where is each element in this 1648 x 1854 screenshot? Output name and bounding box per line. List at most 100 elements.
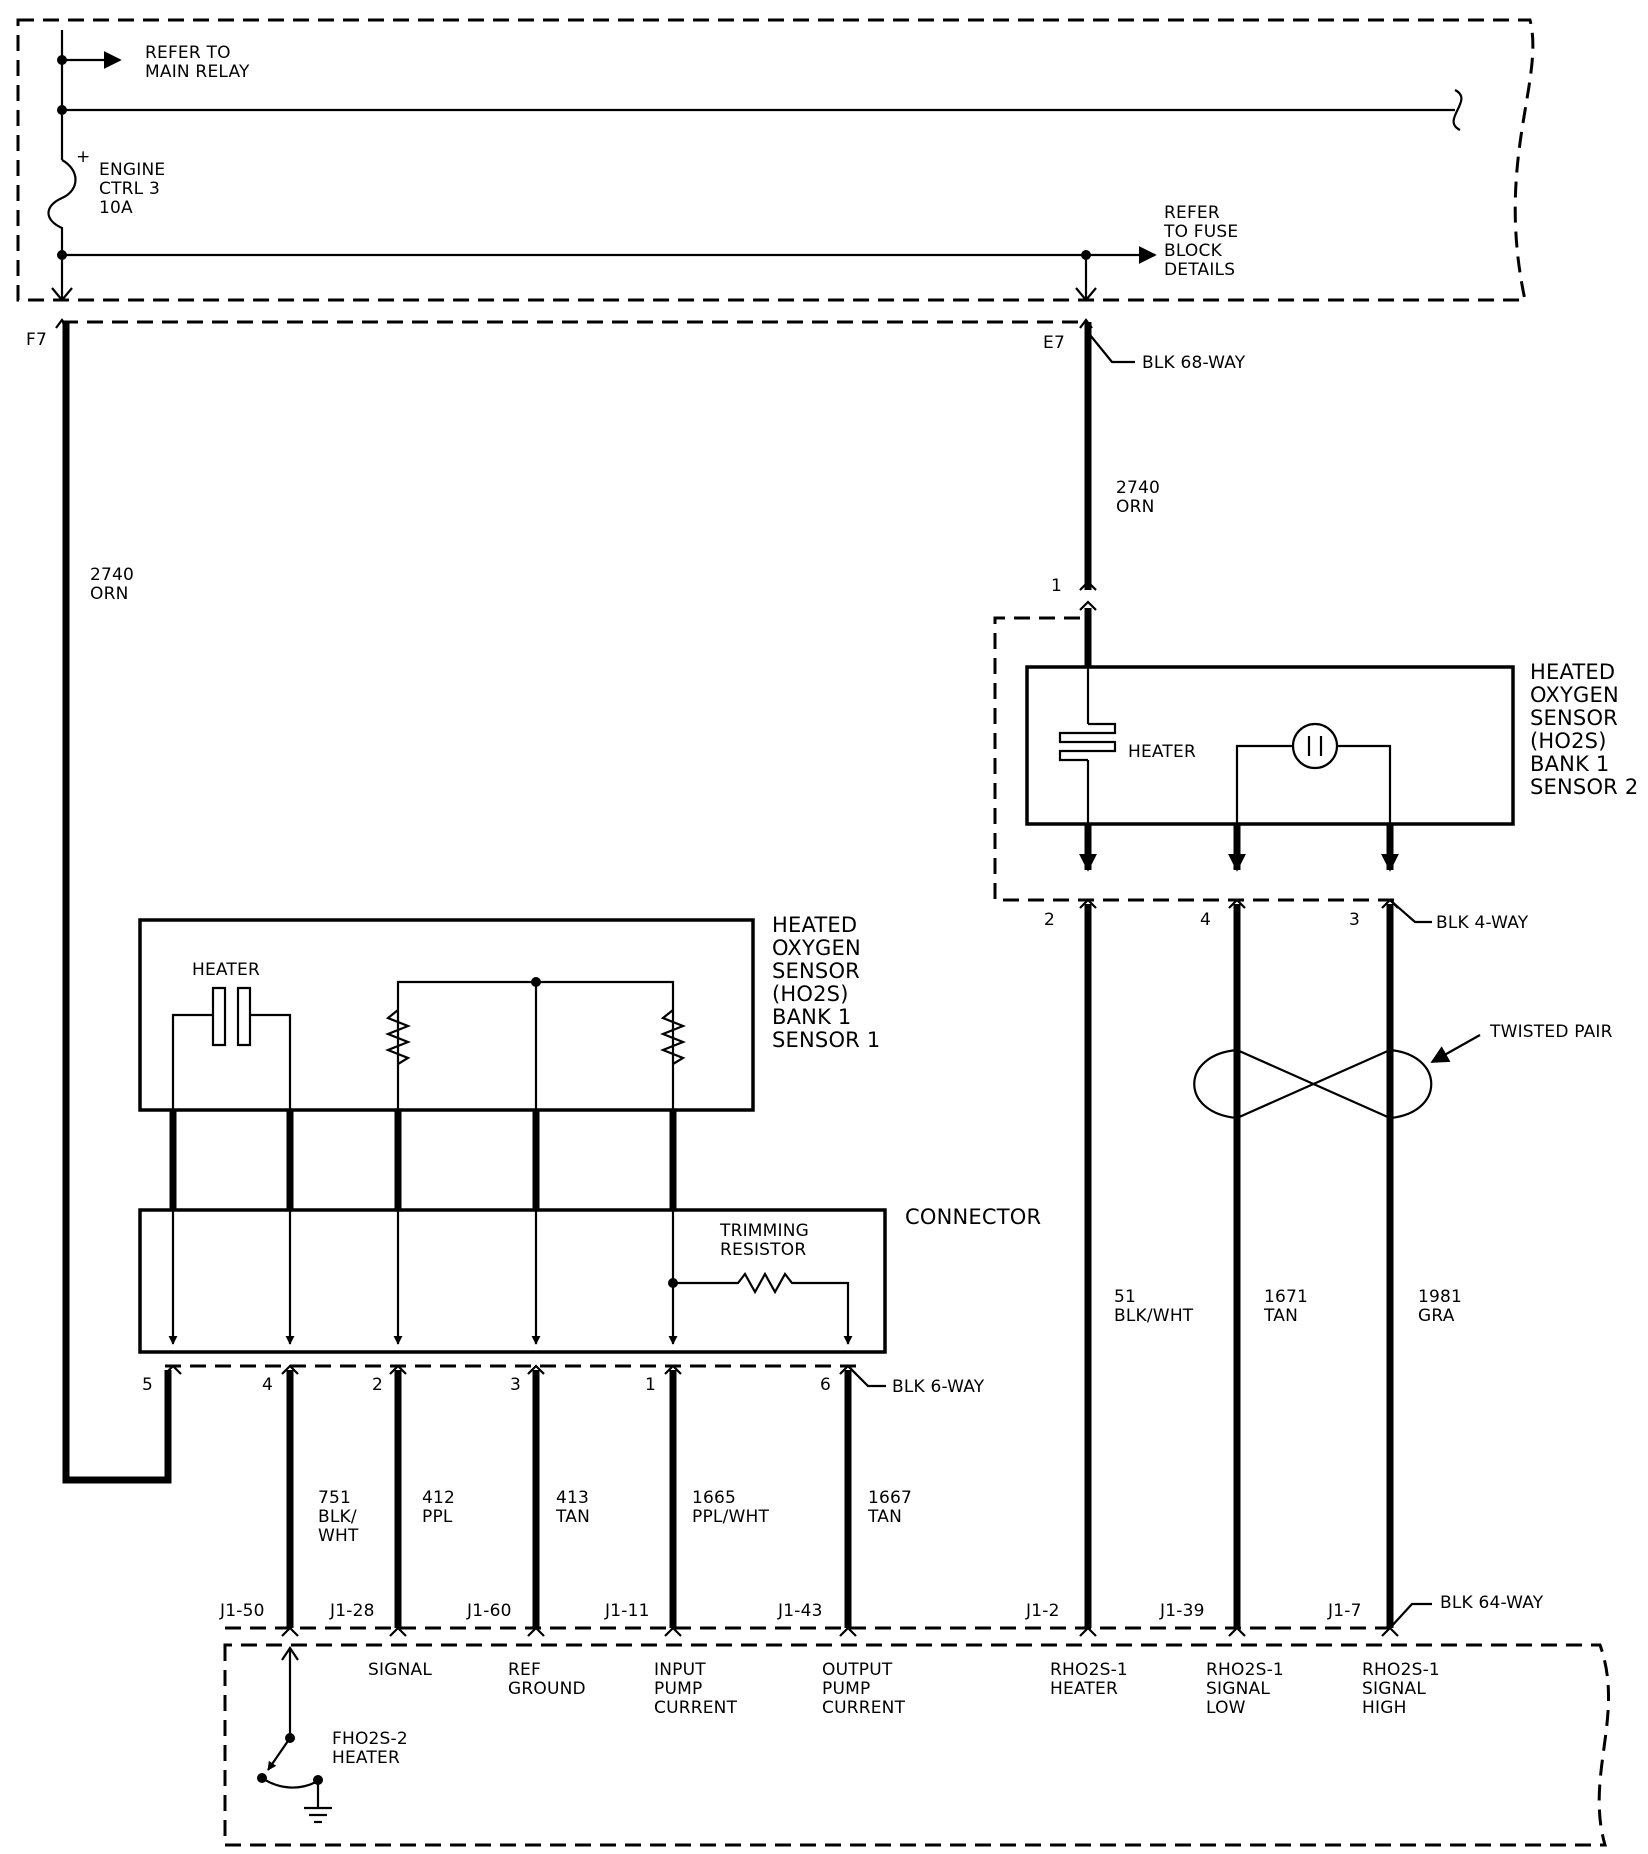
fuse-label-3: 10A — [99, 198, 133, 218]
ground-icon — [304, 1806, 332, 1824]
terminal-j1-43: J1-43 — [777, 1601, 823, 1621]
refer-main-relay-1: REFER TO — [145, 43, 231, 63]
pcm-ref-ground-1: REF — [508, 1660, 541, 1680]
wire-413-num: 413 — [556, 1488, 589, 1508]
sensor1-name-5: BANK 1 — [772, 1005, 852, 1029]
pcm-input-pump-1: INPUT — [654, 1660, 706, 1680]
fuse-label-1: ENGINE — [99, 160, 165, 180]
sensor1-name-4: (HO2S) — [772, 982, 849, 1006]
wire-751-color1: BLK/ — [318, 1507, 357, 1527]
pcm-rh-high-3: HIGH — [1362, 1698, 1407, 1718]
trimming-resistor-1: TRIMMING — [719, 1221, 809, 1241]
sensor1-name-1: HEATED — [772, 913, 857, 937]
wire-2740-left-color: ORN — [90, 584, 129, 604]
pcm-rh-high-1: RHO2S-1 — [1362, 1660, 1440, 1680]
terminal-j1-60: J1-60 — [466, 1601, 512, 1621]
wire-2740-left-num: 2740 — [90, 565, 134, 585]
pcm-fh-heater-2: HEATER — [332, 1748, 400, 1768]
wire-412-color: PPL — [422, 1507, 453, 1527]
sensor2-name-2: OXYGEN — [1530, 683, 1619, 707]
refer-fuse-block-3: BLOCK — [1164, 241, 1223, 261]
sensor2-heater-symbol — [1058, 668, 1117, 824]
terminal-j1-50: J1-50 — [219, 1601, 265, 1621]
fho2s2-heater-switch — [257, 1646, 323, 1808]
sensor2-pin-3: 3 — [1349, 910, 1360, 930]
sensor2-name-3: SENSOR — [1530, 706, 1618, 730]
sensor2-box — [1025, 665, 1515, 826]
pcm-rh-low-3: LOW — [1206, 1698, 1246, 1718]
wire-751-color2: WHT — [318, 1526, 359, 1546]
pcm-rh-high-2: SIGNAL — [1362, 1679, 1426, 1699]
wire-1671-color: TAN — [1263, 1306, 1298, 1326]
blk-4way-label: BLK 4-WAY — [1436, 913, 1529, 933]
refer-fuse-block-2: TO FUSE — [1163, 222, 1238, 242]
fuse-label-2: CTRL 3 — [99, 179, 160, 199]
wire-1671-num: 1671 — [1264, 1287, 1308, 1307]
blk-68way-label: BLK 68-WAY — [1142, 353, 1246, 373]
pcm-output-pump-3: CURRENT — [822, 1698, 906, 1718]
pcm-rh-low-2: SIGNAL — [1206, 1679, 1270, 1699]
sensor1-name-2: OXYGEN — [772, 936, 861, 960]
pcm-ref-ground-2: GROUND — [508, 1679, 586, 1699]
sensor2-pin-2: 2 — [1044, 910, 1055, 930]
connector-label: CONNECTOR — [905, 1205, 1041, 1229]
refer-fuse-block-4: DETAILS — [1164, 260, 1235, 280]
refer-main-relay-2: MAIN RELAY — [145, 62, 250, 82]
wire-1667-color: TAN — [867, 1507, 902, 1527]
pcm-region — [223, 1643, 1611, 1847]
wire-1665-num: 1665 — [692, 1488, 736, 1508]
sensor2-name-4: (HO2S) — [1530, 729, 1607, 753]
sensor1-heater-symbol — [171, 986, 292, 1110]
sensor1-pin-2: 2 — [372, 1375, 383, 1395]
wire-1981-num: 1981 — [1418, 1287, 1462, 1307]
pcm-fh-heater-1: FHO2S-2 — [332, 1729, 408, 1749]
sensor2-name-5: BANK 1 — [1530, 752, 1610, 776]
terminal-j1-39: J1-39 — [1159, 1601, 1205, 1621]
refer-fuse-block-1: REFER — [1164, 203, 1220, 223]
sensor1-name-6: SENSOR 1 — [772, 1028, 880, 1052]
terminal-j1-28: J1-28 — [329, 1601, 375, 1621]
connector-internal-wiring — [168, 1210, 853, 1345]
pin-e7: E7 — [1043, 333, 1065, 353]
fuse-block-region — [16, 18, 1535, 302]
wire-2740-left — [62, 322, 172, 1484]
blk-6way-label: BLK 6-WAY — [892, 1377, 985, 1397]
sensor1-heater-label: HEATER — [192, 960, 260, 980]
wire-1667-num: 1667 — [868, 1488, 912, 1508]
pcm-output-pump-1: OUTPUT — [822, 1660, 893, 1680]
fuse-plus: + — [76, 147, 90, 167]
pcm-rh-heater-1: RHO2S-1 — [1050, 1660, 1128, 1680]
sensor2-name-6: SENSOR 2 — [1530, 775, 1638, 799]
terminal-j1-7: J1-7 — [1327, 1601, 1362, 1621]
twisted-pair-symbol — [1193, 1048, 1433, 1120]
sensor1-pin-6: 6 — [820, 1375, 831, 1395]
wire-1665-color: PPL/WHT — [692, 1507, 769, 1527]
sensor2-pin-1: 1 — [1051, 576, 1062, 596]
wire-51-color: BLK/WHT — [1114, 1306, 1194, 1326]
wire-51-num: 51 — [1114, 1287, 1136, 1307]
wire-412-num: 412 — [422, 1488, 455, 1508]
sensor1-pin-3: 3 — [510, 1375, 521, 1395]
sensor1-box — [138, 918, 755, 1112]
sensor1-pin-4: 4 — [262, 1375, 273, 1395]
terminal-j1-11: J1-11 — [604, 1601, 650, 1621]
wire-2740-right-num: 2740 — [1116, 478, 1160, 498]
twisted-pair-label: TWISTED PAIR — [1489, 1022, 1613, 1042]
sensor2-sense-element — [1235, 722, 1392, 824]
pcm-input-pump-3: CURRENT — [654, 1698, 738, 1718]
pcm-output-pump-2: PUMP — [822, 1679, 870, 1699]
pcm-rh-low-1: RHO2S-1 — [1206, 1660, 1284, 1680]
wire-1981-color: GRA — [1418, 1306, 1455, 1326]
connector-box — [138, 1208, 887, 1354]
pcm-input-pump-2: PUMP — [654, 1679, 702, 1699]
pcm-rh-heater-2: HEATER — [1050, 1679, 1118, 1699]
sensor2-pin-4: 4 — [1200, 910, 1211, 930]
pcm-signal: SIGNAL — [368, 1660, 432, 1680]
trimming-resistor-2: RESISTOR — [720, 1240, 806, 1260]
sensor2-heater-label: HEATER — [1128, 742, 1196, 762]
wire-751-num: 751 — [318, 1488, 351, 1508]
fuse-symbol — [47, 159, 77, 300]
blk-64way-label: BLK 64-WAY — [1440, 1593, 1544, 1613]
pin-f7: F7 — [26, 330, 47, 350]
